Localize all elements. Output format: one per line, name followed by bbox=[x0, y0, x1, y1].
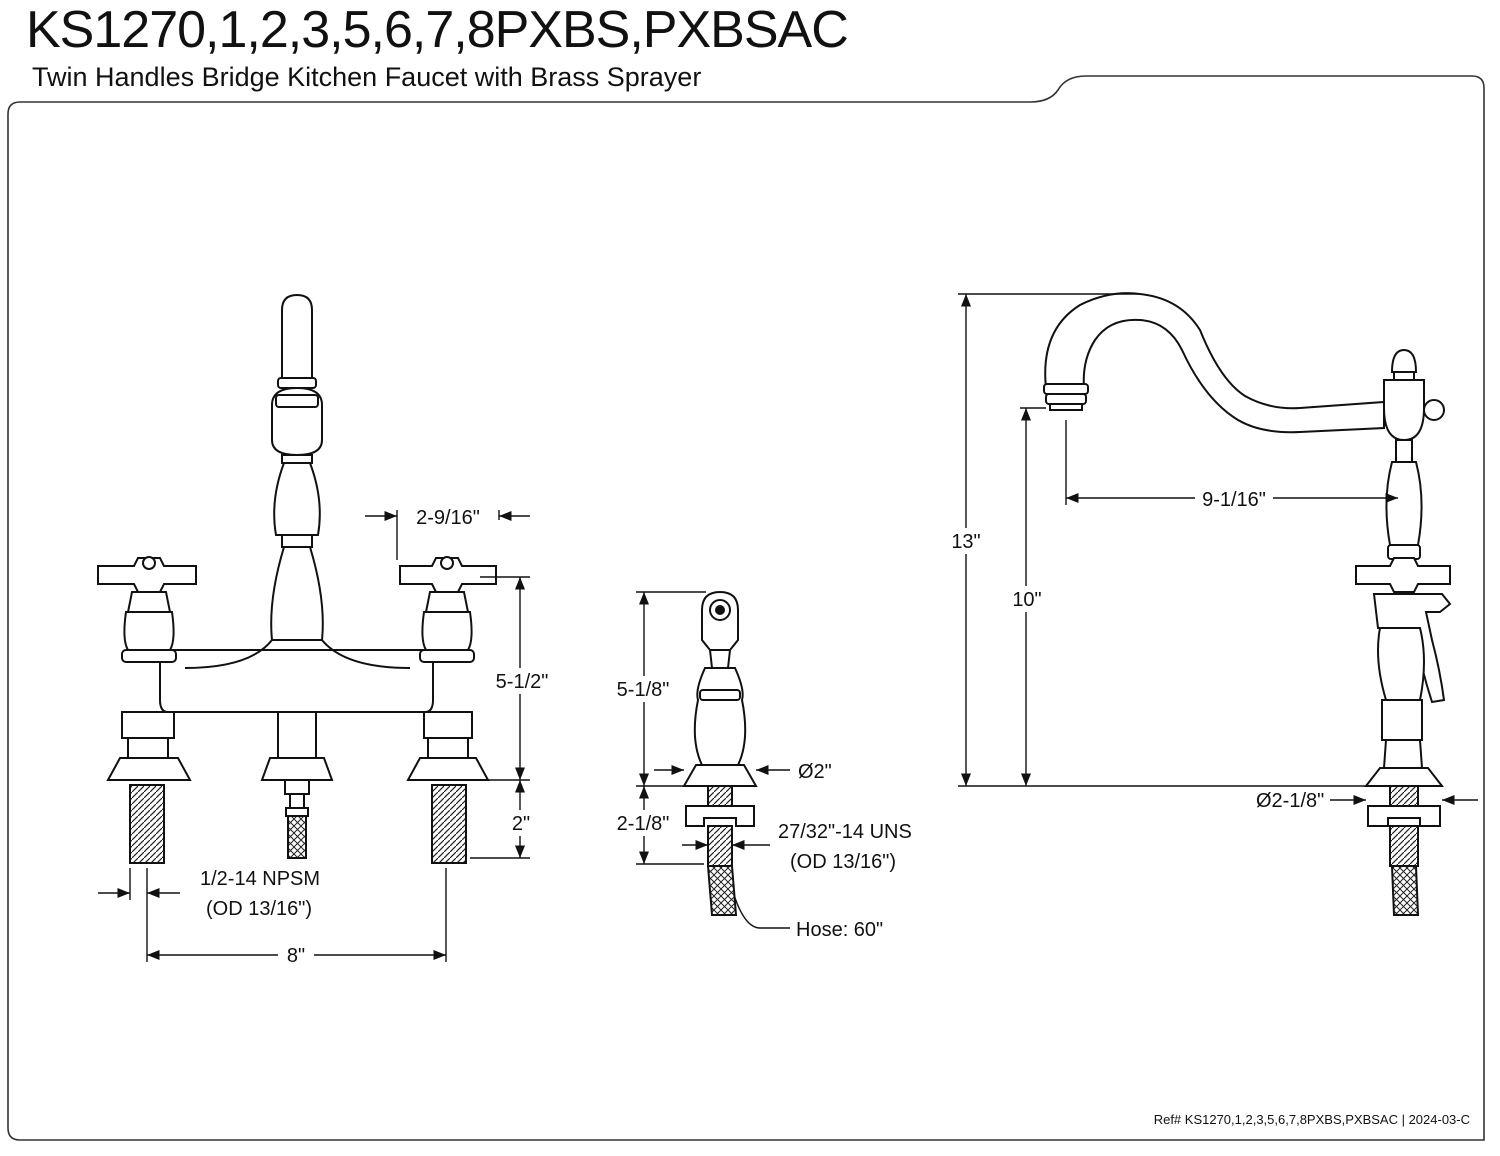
sprayer-nut bbox=[685, 805, 755, 827]
sprayer-thread-spec-label: 27/32"-14 UNS bbox=[778, 821, 912, 843]
center-escutcheon bbox=[260, 757, 334, 781]
page-subtitle: Twin Handles Bridge Kitchen Faucet with … bbox=[32, 62, 702, 92]
spout-column bbox=[273, 462, 321, 536]
left-escutcheon bbox=[106, 757, 192, 781]
height-above-deck-label: 5-1/2" bbox=[496, 671, 549, 693]
thread-spec-label: 1/2-14 NPSM bbox=[200, 868, 320, 890]
reference-footer: Ref# KS1270,1,2,3,5,6,7,8PXBS,PXBSAC | 2… bbox=[1153, 1112, 1470, 1127]
side-sprayer bbox=[682, 590, 758, 916]
sprayer-base bbox=[682, 764, 758, 787]
spout-height-label: 10" bbox=[1012, 589, 1041, 611]
left-cross-handle bbox=[97, 557, 197, 593]
side-finial bbox=[1390, 348, 1418, 373]
handle-spacing-label: 2-9/16" bbox=[416, 507, 480, 529]
sprayer-base-diameter-label: Ø2" bbox=[798, 761, 832, 783]
side-spout bbox=[1044, 292, 1385, 434]
sprayer-shank-length-label: 2-1/8" bbox=[617, 813, 670, 835]
spout-tip bbox=[281, 293, 313, 379]
side-base-diameter-label: Ø2-1/8" bbox=[1256, 790, 1324, 812]
thread-od-label: (OD 13/16") bbox=[206, 898, 312, 920]
center-spacing-label: 8" bbox=[287, 945, 305, 967]
side-hose bbox=[1390, 865, 1420, 916]
right-escutcheon bbox=[406, 757, 490, 781]
bridge-faucet-front-view bbox=[97, 293, 497, 864]
bridge-body bbox=[159, 649, 434, 713]
faucet-side-view bbox=[1043, 292, 1452, 916]
page-title: KS1270,1,2,3,5,6,7,8PXBS,PXBSAC bbox=[26, 1, 849, 59]
side-cross-handle bbox=[1355, 557, 1451, 593]
sprayer-hose bbox=[706, 865, 738, 916]
sprayer-body bbox=[693, 667, 747, 766]
shank-length-label: 2" bbox=[512, 813, 530, 835]
sprayer-dimensions bbox=[636, 591, 790, 929]
side-escutcheon bbox=[1363, 767, 1445, 787]
sprayer-height-label: 5-1/8" bbox=[617, 679, 670, 701]
right-cross-handle bbox=[399, 557, 497, 593]
hose-length-label: Hose: 60" bbox=[796, 919, 883, 941]
spout-reach-label: 9-1/16" bbox=[1202, 489, 1266, 511]
overall-height-label: 13" bbox=[951, 531, 980, 553]
sprayer-thread-od-label: (OD 13/16") bbox=[790, 851, 896, 873]
frame-border bbox=[7, 75, 1485, 1141]
